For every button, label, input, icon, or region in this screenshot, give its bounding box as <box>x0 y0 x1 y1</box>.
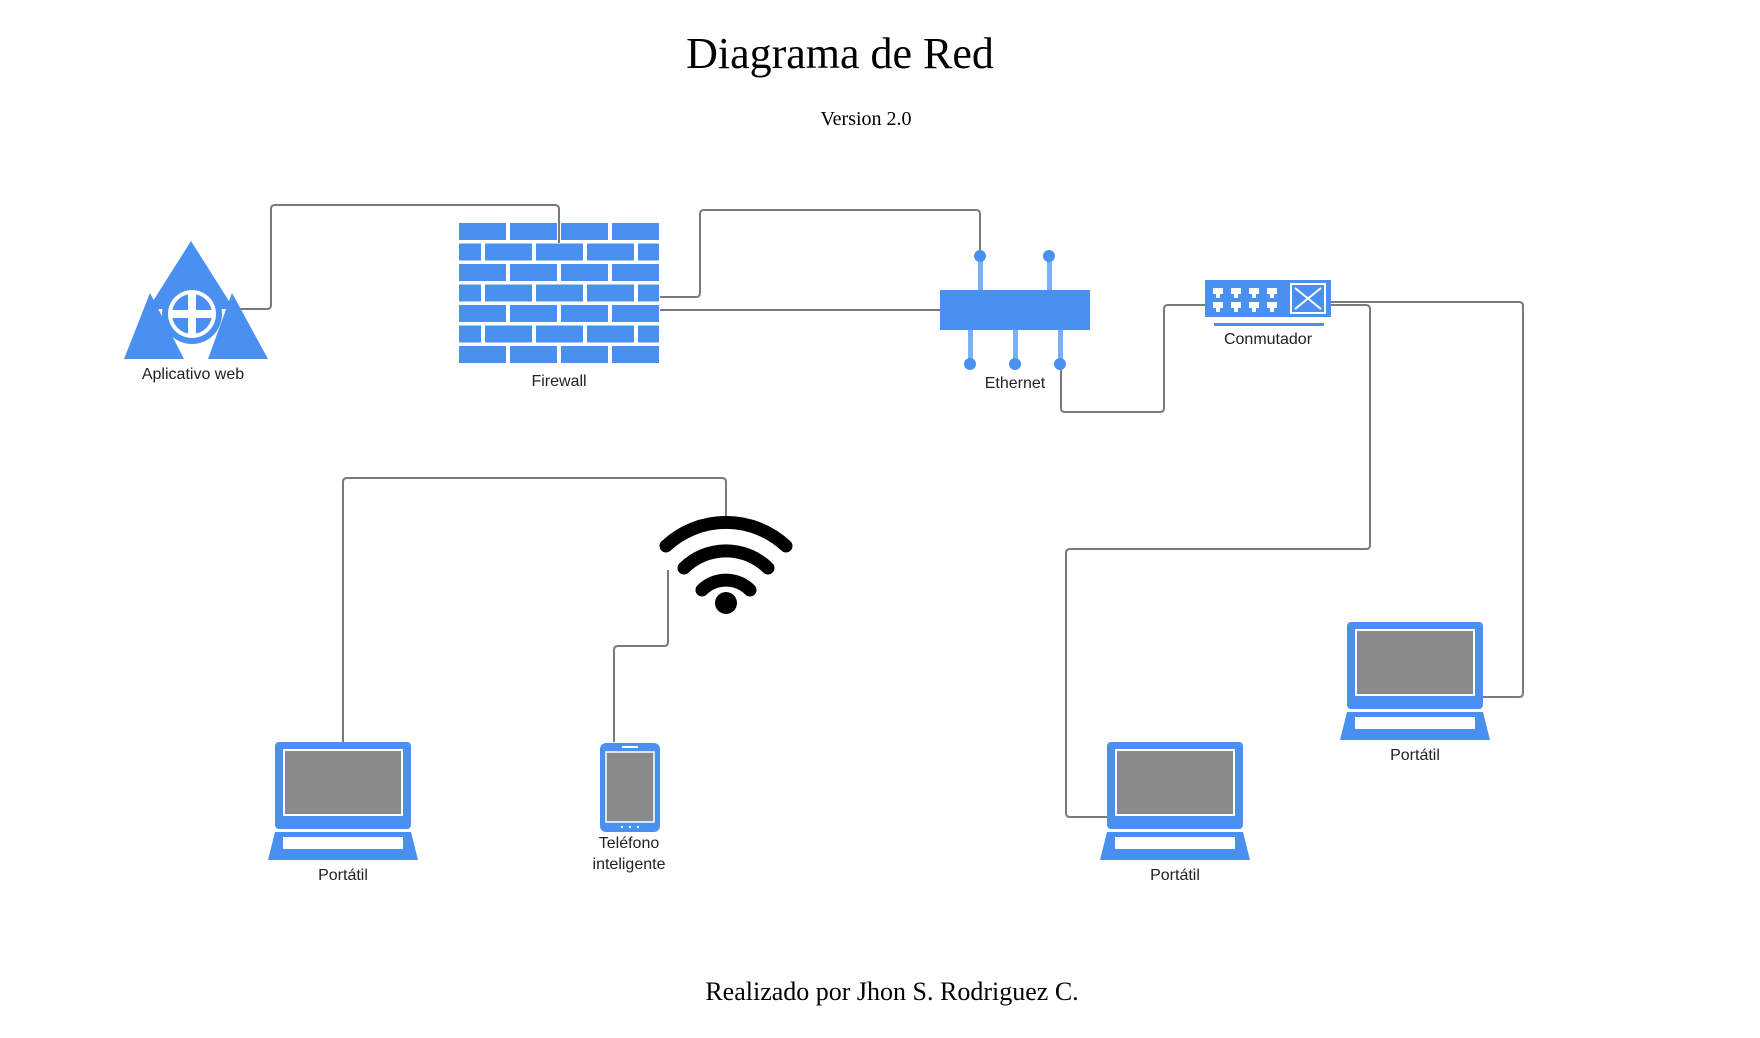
firewall-brick <box>612 305 659 322</box>
router-node[interactable]: Ethernet <box>940 250 1090 392</box>
firewall-node[interactable]: Firewall <box>459 223 659 390</box>
laptop-left-node[interactable]: Portátil <box>268 742 418 884</box>
web-app-node[interactable]: Aplicativo web <box>124 241 268 383</box>
diagram-title: Diagrama de Red <box>686 29 994 78</box>
phone-label-line1: Teléfono <box>599 835 660 852</box>
firewall-brick <box>459 243 481 261</box>
connector-wifi-phone <box>613 570 669 742</box>
switch-label: Conmutador <box>1224 331 1313 348</box>
firewall-brick <box>612 223 659 240</box>
smartphone-icon <box>600 743 660 832</box>
laptop-right-node[interactable]: Portátil <box>1340 622 1490 764</box>
firewall-brick <box>612 264 659 281</box>
firewall-brick <box>459 325 481 343</box>
firewall-brick <box>587 243 634 261</box>
firewall-brick <box>536 243 583 261</box>
connector-router-switch <box>1060 304 1205 413</box>
wifi-icon <box>659 515 793 614</box>
firewall-brick <box>638 325 659 343</box>
firewall-brick <box>459 284 481 302</box>
laptop-icon <box>1100 742 1250 860</box>
firewall-brick <box>510 305 557 322</box>
firewall-brick <box>561 223 608 240</box>
firewall-label: Firewall <box>531 373 586 390</box>
firewall-brick <box>485 284 532 302</box>
firewall-brick <box>459 346 506 363</box>
firewall-brick <box>638 243 659 261</box>
laptop-mid-label: Portátil <box>1150 867 1200 884</box>
router-icon <box>940 250 1090 370</box>
connector-webapp-firewall <box>235 204 560 310</box>
switch-icon <box>1205 280 1331 326</box>
laptop-icon <box>1340 622 1490 740</box>
laptop-icon <box>268 742 418 860</box>
diagram-subtitle: Version 2.0 <box>820 108 911 130</box>
laptop-mid-node[interactable]: Portátil <box>1100 742 1250 884</box>
switch-node[interactable]: Conmutador <box>1205 280 1331 348</box>
router-label: Ethernet <box>985 375 1046 392</box>
firewall-brick <box>510 346 557 363</box>
phone-label-line2: inteligente <box>593 856 666 873</box>
firewall-brick <box>459 264 506 281</box>
laptop-right-label: Portátil <box>1390 747 1440 764</box>
connector-switch-laptop-mid <box>1065 304 1371 818</box>
wifi-node[interactable] <box>659 515 793 614</box>
connectors <box>235 204 1524 818</box>
firewall-brick <box>536 284 583 302</box>
connector-wifi-laptop-left <box>342 477 727 742</box>
laptop-left-label: Portátil <box>318 867 368 884</box>
firewall-brick <box>587 284 634 302</box>
firewall-brick <box>587 325 634 343</box>
web-app-label: Aplicativo web <box>142 366 244 383</box>
connector-firewall-router-top <box>660 209 981 298</box>
connector-switch-laptop-right <box>1330 301 1524 698</box>
firewall-brick <box>536 325 583 343</box>
firewall-brick <box>485 325 532 343</box>
firewall-brick <box>638 284 659 302</box>
phone-node[interactable]: Teléfono inteligente <box>593 743 666 873</box>
firewall-brick <box>510 223 557 240</box>
firewall-icon <box>459 223 659 363</box>
firewall-brick <box>510 264 557 281</box>
firewall-brick <box>561 305 608 322</box>
firewall-brick <box>459 305 506 322</box>
firewall-brick <box>459 223 506 240</box>
firewall-brick <box>561 264 608 281</box>
firewall-brick <box>485 243 532 261</box>
firewall-brick <box>561 346 608 363</box>
footer-credit: Realizado por Jhon S. Rodriguez C. <box>705 977 1078 1006</box>
web-app-triangle-icon <box>124 241 268 359</box>
firewall-brick <box>612 346 659 363</box>
